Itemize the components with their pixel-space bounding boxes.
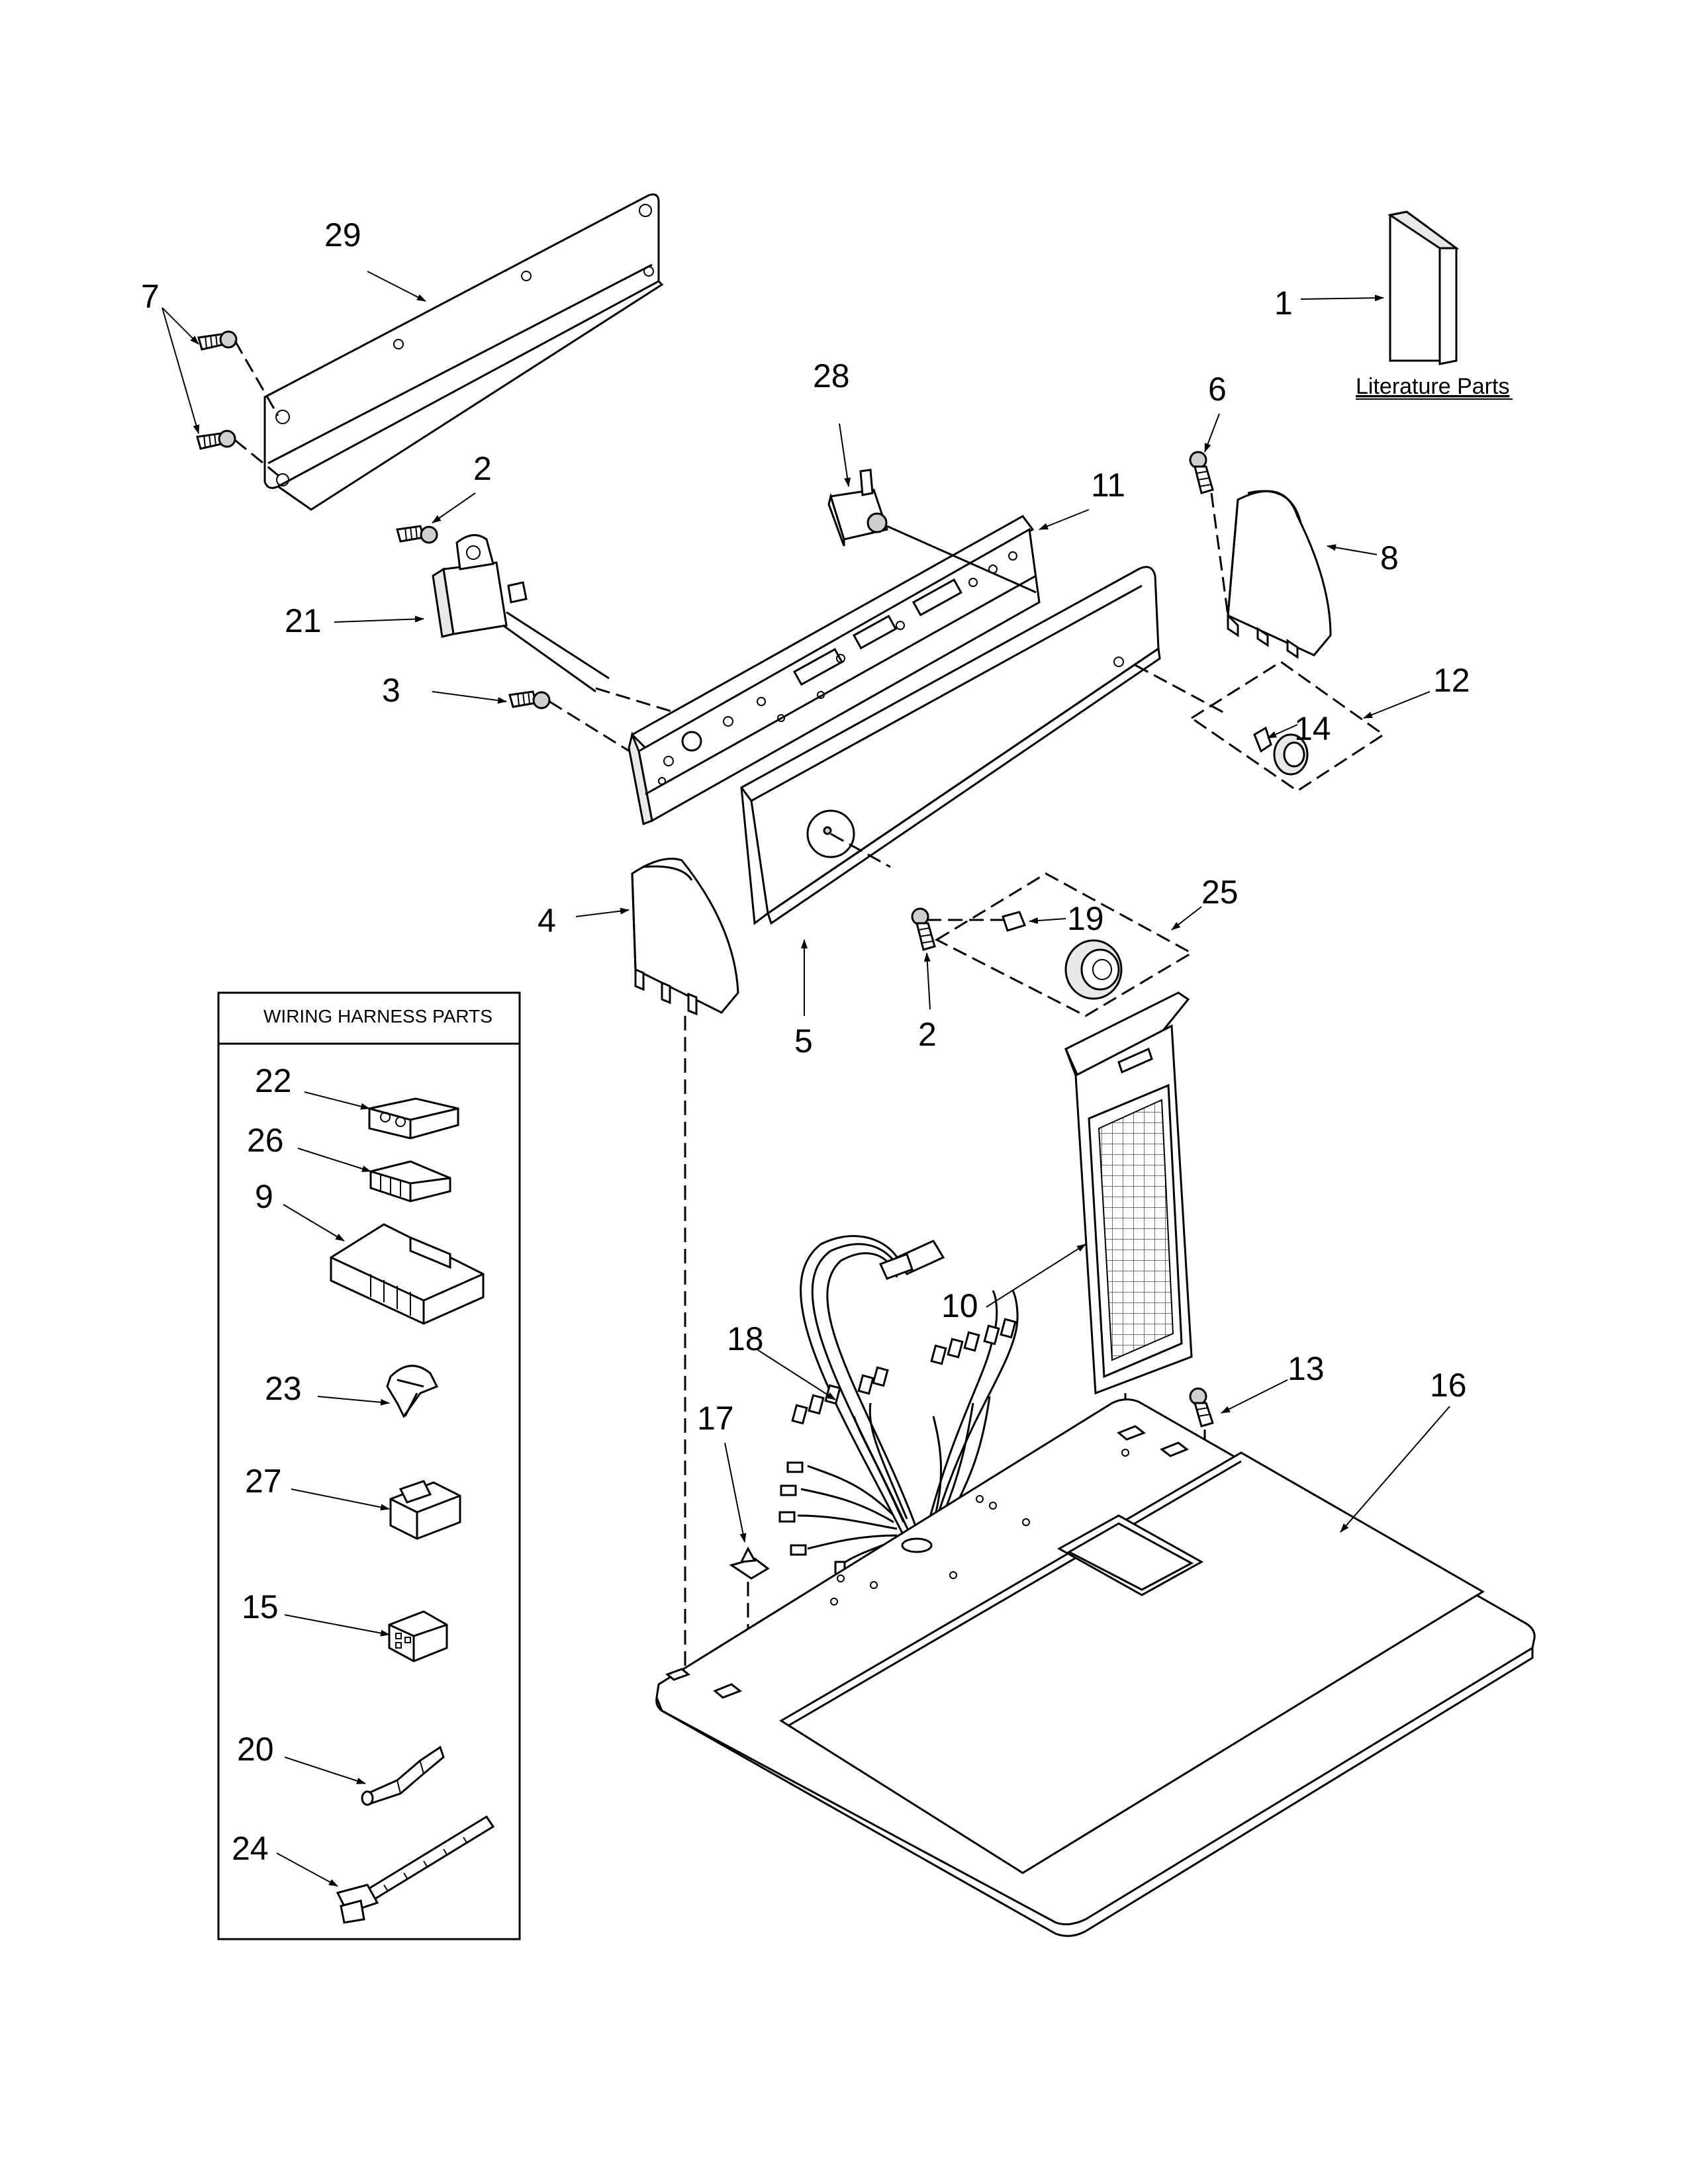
callout-3: 3: [382, 672, 400, 709]
part-24-cable-tie: [336, 1815, 495, 1924]
callout-28: 28: [813, 357, 850, 394]
part-12-knob-assembly: [1190, 660, 1385, 792]
callout-24: 24: [232, 1830, 269, 1867]
callout-11: 11: [1091, 467, 1125, 504]
callout-16: 16: [1430, 1367, 1467, 1404]
callout-2-lower: 2: [918, 1016, 937, 1053]
part-5-console: [740, 566, 1229, 925]
callout-22: 22: [255, 1062, 292, 1099]
part-11-control-bracket: [628, 515, 1041, 826]
part-21-switch: [432, 534, 673, 713]
callout-5: 5: [794, 1023, 813, 1060]
callout-19: 19: [1067, 900, 1104, 937]
part-2-screw-lower: [911, 907, 936, 951]
callout-10: 10: [941, 1287, 978, 1324]
callout-13: 13: [1288, 1350, 1325, 1387]
callout-25: 25: [1201, 874, 1239, 911]
part-28-selector-switch: [827, 469, 1037, 594]
callout-9: 9: [255, 1178, 273, 1215]
part-20-terminal: [361, 1745, 445, 1806]
part-25-knob-assembly: [927, 872, 1194, 1017]
part-26-connector: [369, 1160, 451, 1203]
part-22-connector: [368, 1097, 459, 1140]
callout-2-upper: 2: [473, 450, 492, 487]
callout-21: 21: [285, 602, 322, 639]
wiring-box-title: WIRING HARNESS PARTS: [263, 1006, 492, 1026]
callout-1: 1: [1274, 285, 1293, 322]
part-8-end-cap-right: [1227, 490, 1332, 659]
callout-4: 4: [538, 902, 556, 939]
callout-20: 20: [237, 1731, 274, 1768]
literature-label: Literature Parts: [1356, 374, 1509, 399]
part-6-screw: [1189, 451, 1229, 616]
wiring-harness-box: [217, 991, 521, 1940]
callout-6: 6: [1208, 371, 1227, 408]
callout-14: 14: [1294, 710, 1331, 747]
callout-15: 15: [242, 1588, 279, 1625]
part-7-screws: [196, 330, 279, 477]
callout-12: 12: [1433, 662, 1470, 699]
part-27-connector: [389, 1480, 461, 1540]
part-29-rear-bracket: [263, 193, 664, 511]
part-23-clip: [386, 1365, 439, 1418]
part-9-connector-block: [330, 1223, 485, 1325]
callout-26: 26: [247, 1122, 284, 1159]
callout-17: 17: [697, 1400, 734, 1437]
callout-8: 8: [1380, 539, 1399, 576]
part-4-end-cap-left: [631, 858, 739, 1674]
callout-labels: 29 7 2 21 3 28 11 6 8 1 12 14 4 5 2 19 2…: [141, 216, 1470, 1867]
part-10-lint-screen: [1064, 991, 1193, 1395]
callout-18: 18: [727, 1320, 764, 1357]
callout-29: 29: [324, 216, 361, 253]
part-16-top-panel: [655, 1398, 1536, 1937]
callout-7: 7: [141, 278, 160, 315]
part-15-connector: [388, 1610, 448, 1662]
part-3-screw: [508, 690, 646, 762]
part-2-screw-upper: [396, 525, 438, 544]
callout-23: 23: [265, 1370, 302, 1407]
callout-27: 27: [245, 1463, 282, 1500]
leader-lines: [162, 271, 1450, 1887]
part-1-literature: [1387, 210, 1460, 365]
